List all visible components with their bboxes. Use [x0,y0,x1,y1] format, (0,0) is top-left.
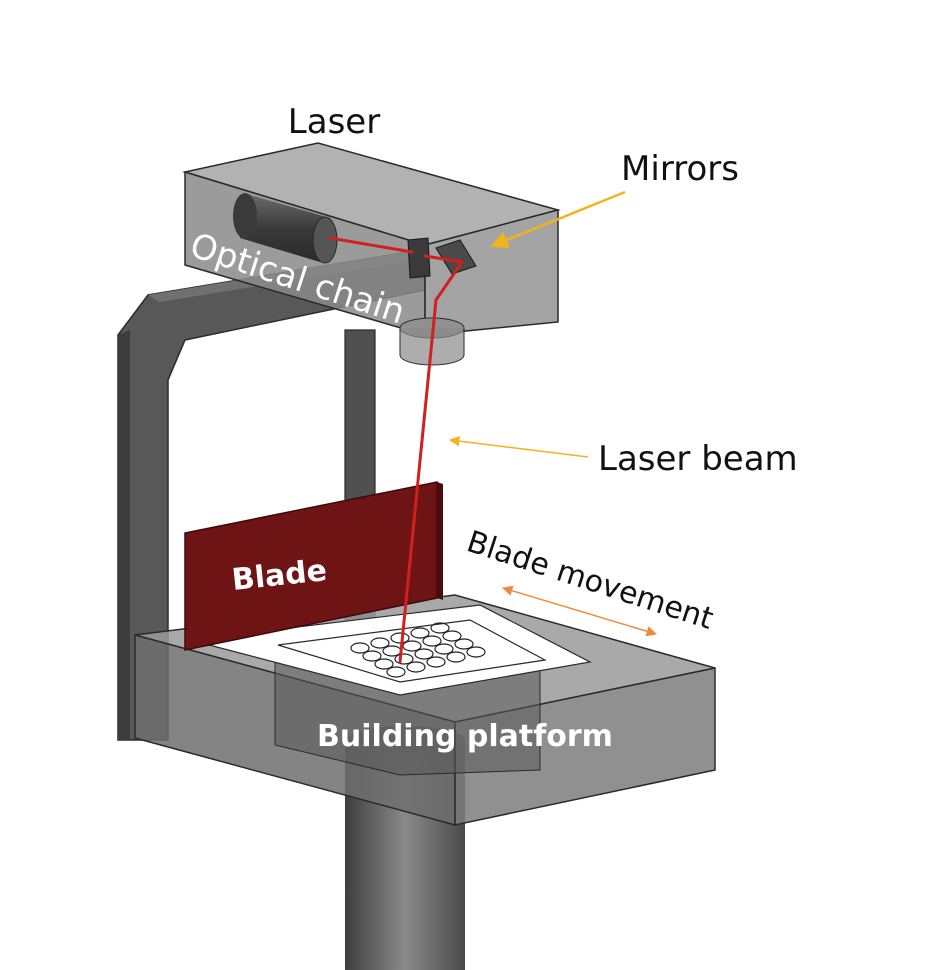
blade-movement-arrow [501,585,658,637]
laser-tube [233,193,338,264]
mirrors-label: Mirrors [621,149,739,189]
laser-beam [328,236,464,664]
laser-beam-label: Laser beam [598,439,798,479]
blade [184,481,443,651]
building-platform-label: Building platform [317,719,613,754]
laser-beam-arrow [448,435,589,458]
printed-part [350,622,486,678]
mirrors [407,237,477,279]
laser-label: Laser [288,102,380,142]
mirrors-arrow [490,190,626,249]
